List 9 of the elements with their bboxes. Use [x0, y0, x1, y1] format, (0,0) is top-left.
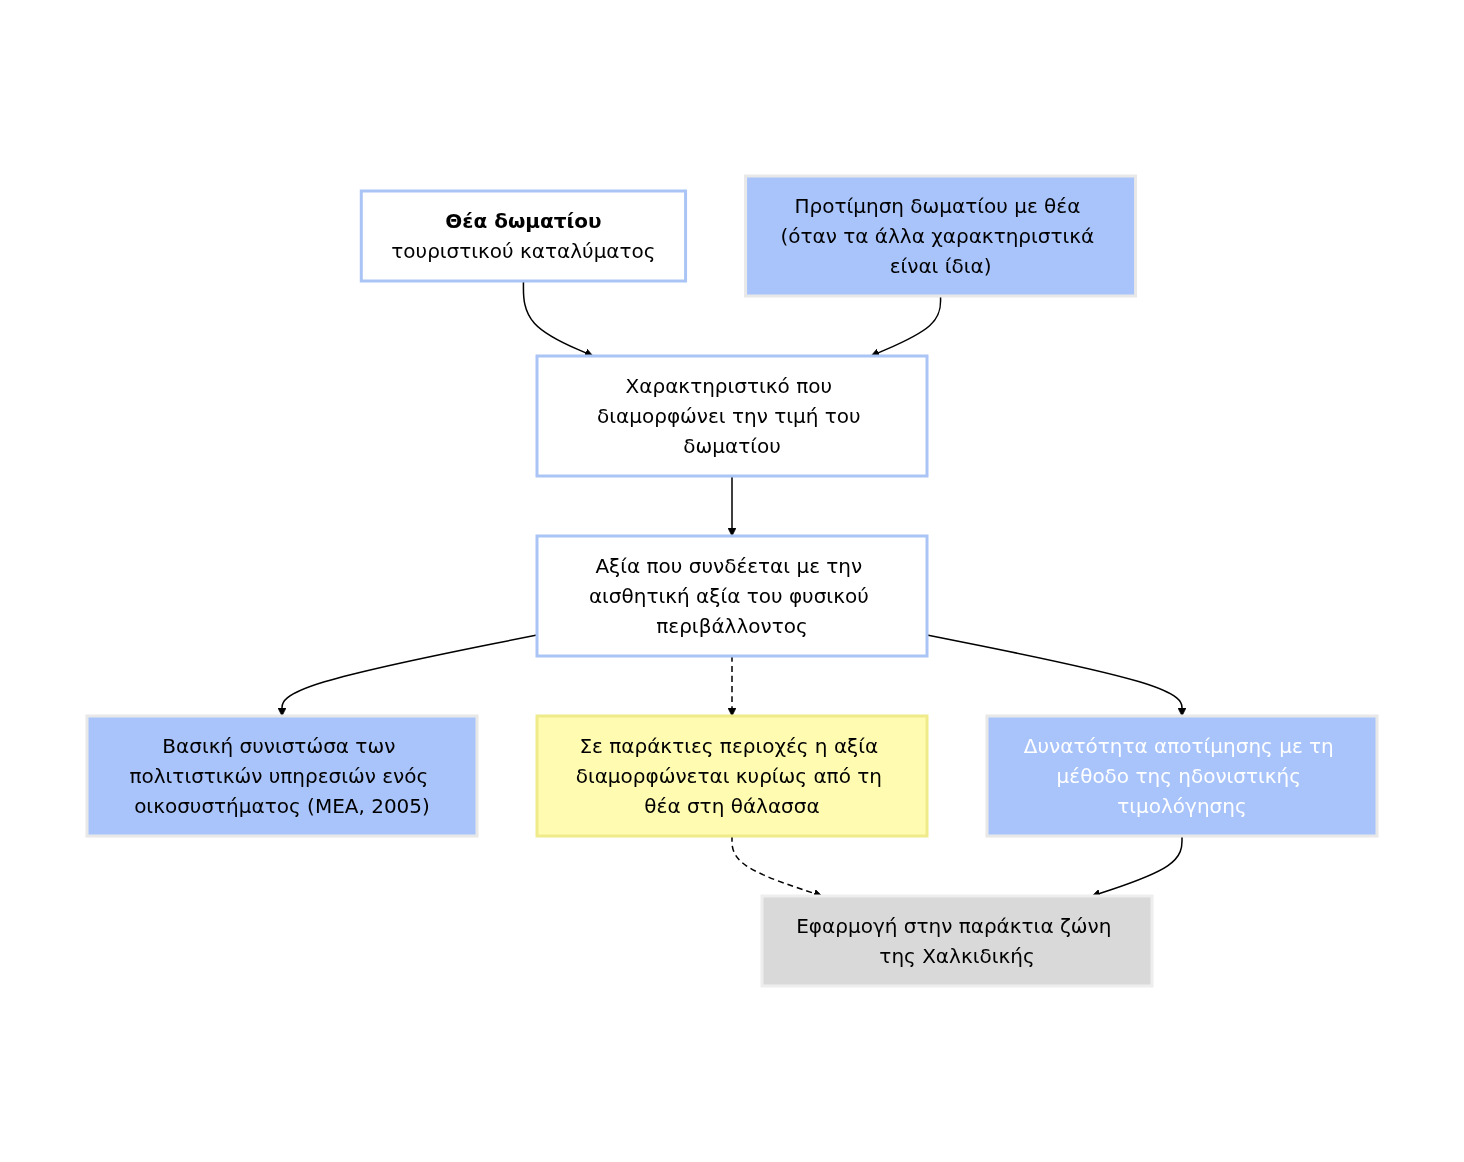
node-box: Θέα δωματίου τουριστικού καταλύματος: [359, 189, 688, 283]
node-box: Δυνατότητα αποτίμησης με τη μέθοδο της ηδονιστικής τιμολόγησης: [985, 714, 1379, 838]
node-box: Αξία που συνδέεται με την αισθητική αξία του φυσικού περιβάλλοντος: [535, 534, 929, 658]
node-box: Χαρακτηριστικό που διαμορφώνει την τιμή του δωματίου: [535, 354, 929, 478]
node-box: Σε παράκτιες περιοχές η αξία διαμορφώνεται κυρίως από τη θέα στη θάλασσα: [535, 714, 929, 838]
node-box: Προτίμηση δωματίου με θέα (όταν τα άλλα χαρακτηριστικά είναι ίδια): [744, 174, 1138, 298]
arrow: [277, 634, 538, 717]
node-box: Βασική συνιστώσα των πολιτιστικών υπηρεσιών ενός οικοσυστήματος (MEA, 2005): [85, 714, 479, 838]
node-box: Εφαρμογή στην παράκτια ζώνη της Χαλκιδικής: [760, 894, 1154, 988]
